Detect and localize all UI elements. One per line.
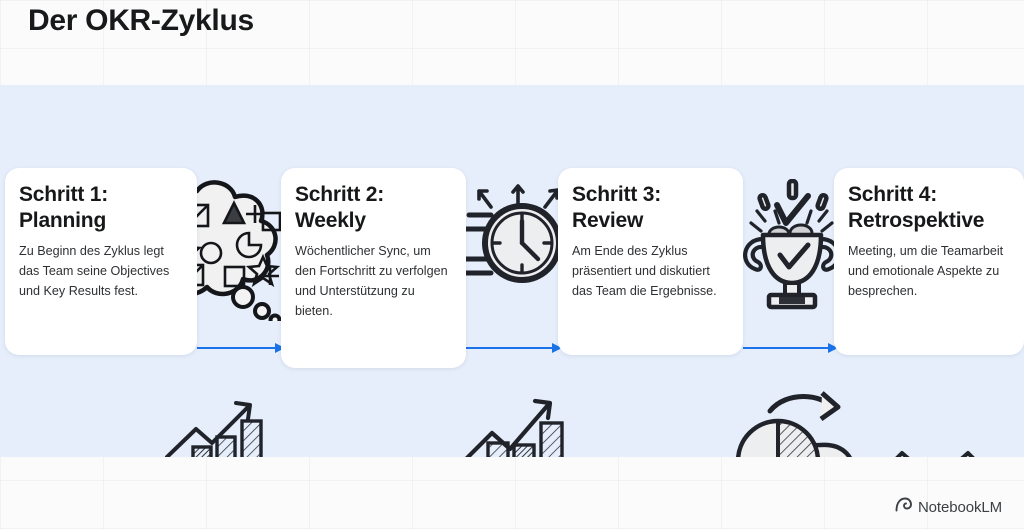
step-card-3-heading: Schritt 3: Review xyxy=(572,183,662,232)
step-card-2-body: Wöchentlicher Sync, um den Fortschritt z… xyxy=(295,244,448,318)
handshake-icon xyxy=(880,443,990,457)
connector-step3-step4 xyxy=(743,342,838,354)
connector-step2-step3 xyxy=(466,342,562,354)
page-title: Der OKR-Zyklus xyxy=(28,4,254,37)
growth-bar-chart-icon-2 xyxy=(452,385,574,457)
connector-step1-step2 xyxy=(197,342,285,354)
step-card-4-heading: Schritt 4: Retrospektive xyxy=(848,183,985,232)
step-card-2[interactable]: Schritt 2: Weekly Wöchentlicher Sync, um… xyxy=(281,168,466,368)
notebooklm-watermark: NotebookLM xyxy=(895,497,1002,517)
step-card-1-heading: Schritt 1: Planning xyxy=(19,183,109,232)
trophy-icon xyxy=(727,179,859,312)
step-card-1-body: Zu Beginn des Zyklus legt das Team seine… xyxy=(19,244,170,298)
notebooklm-spiral-icon xyxy=(895,497,912,517)
pie-chart-speech-bubble-icon xyxy=(730,385,857,457)
step-card-4[interactable]: Schritt 4: Retrospektive Meeting, um die… xyxy=(834,168,1024,355)
notebooklm-label: NotebookLM xyxy=(917,498,1002,516)
step-card-1[interactable]: Schritt 1: Planning Zu Beginn des Zyklus… xyxy=(5,168,197,355)
step-card-4-body: Meeting, um die Teamarbeit und emotional… xyxy=(848,244,1004,298)
step-card-3-body: Am Ende des Zyklus präsentiert und disku… xyxy=(572,244,717,298)
step-card-3[interactable]: Schritt 3: Review Am Ende des Zyklus prä… xyxy=(558,168,743,355)
step-card-2-heading: Schritt 2: Weekly xyxy=(295,183,385,232)
growth-bar-chart-icon-1 xyxy=(160,385,275,457)
